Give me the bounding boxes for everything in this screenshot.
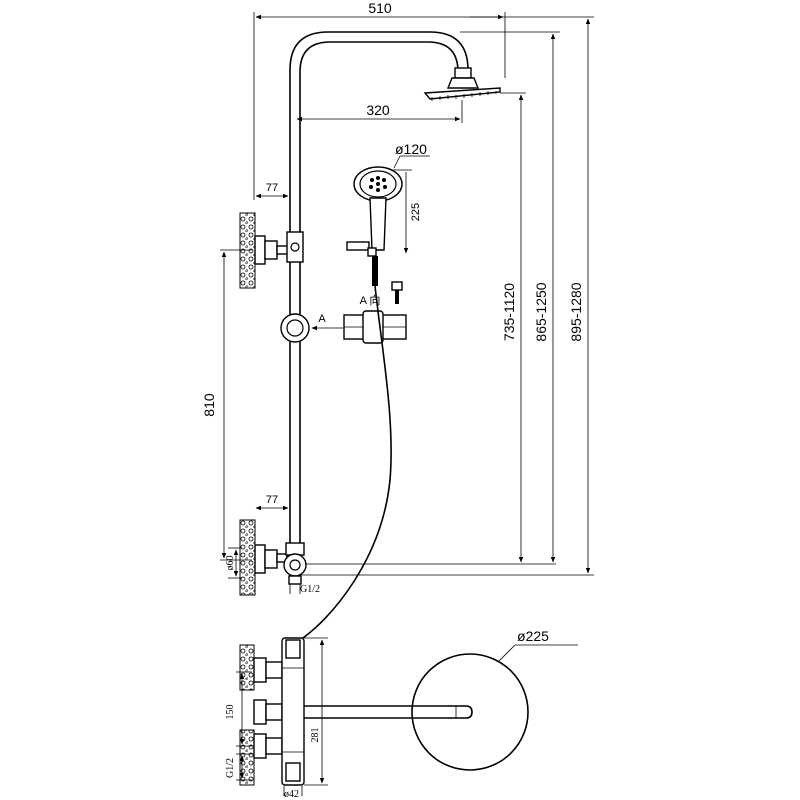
dimension-valve-thread: G1/2 [225,753,252,781]
view-a-direction-label: A 向 [360,293,381,307]
dimension-wall-offset-bottom: 77 [255,494,289,511]
dimension-handshower-diameter: ø120 [393,141,430,169]
hand-shower [346,166,403,286]
dimension-valve-diameter: ø42 [283,786,303,800]
dim-510-label: 510 [368,0,392,16]
hose-nozzle [391,281,403,304]
dim-225-label: 225 [410,203,422,221]
dim-77-bottom-label: 77 [266,494,278,506]
thermostatic-valve [239,637,473,786]
dim-77-top-label: 77 [266,182,278,194]
dim-height-3-label: 895-1280 [568,282,584,341]
dimension-head-diameter: ø225 [497,628,578,663]
wall-bracket-bottom [239,519,307,596]
dim-281-label: 281 [310,728,321,743]
dimension-valve-height: 281 [304,637,328,786]
thread-label: G1/2 [300,584,320,595]
dim-42-label: ø42 [284,789,299,800]
shower-hose [299,285,392,641]
view-a-label: A [318,313,326,325]
dimension-handshower-length: 225 [390,169,422,254]
dim-g12-bottom-label: G1/2 [225,758,236,778]
rain-head-top-view [411,653,529,771]
dim-60-label: ø60 [225,556,236,571]
dim-320-label: 320 [366,102,390,118]
dimension-overall-width: 510 [253,0,506,200]
dim-150-label: 150 [225,705,236,720]
dimension-head-offset: 320 [296,100,463,123]
dim-225-head-label: ø225 [517,628,549,644]
rain-shower-head [423,67,501,101]
dim-height-1-label: 735-1120 [501,283,517,341]
dimension-thread: G1/2 [289,584,320,595]
wall-bracket-top [239,212,304,289]
dim-height-2-label: 865-1250 [533,282,549,341]
dim-120-label: ø120 [395,141,427,157]
dimension-height-2: 865-1250 [460,31,560,563]
dim-810-label: 810 [201,393,217,417]
riser-pipe [289,31,469,545]
dimension-valve-spacing: 150 [225,671,252,747]
dimension-pipe-diameter: ø60 [225,547,242,579]
dimension-wall-offset-top: 77 [255,182,289,199]
dimension-inlet-span: 810 [201,249,252,561]
dimension-height-1: 735-1120 [500,92,526,563]
slide-bracket-view-a [343,310,407,344]
riser-slider: A [280,313,343,343]
dimension-height-3: 895-1280 [300,16,594,576]
